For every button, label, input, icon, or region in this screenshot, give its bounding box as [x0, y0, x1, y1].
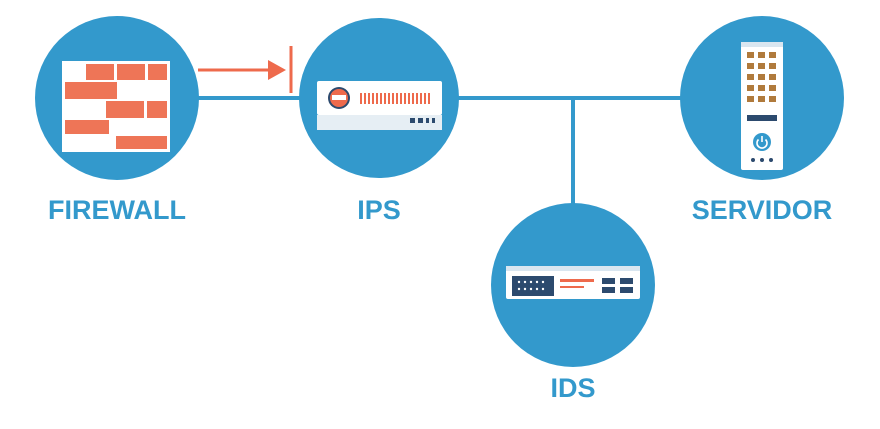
blocked-arrow — [198, 46, 293, 93]
server-tower-icon — [741, 42, 783, 170]
connection-lines — [180, 96, 700, 205]
ips-ports — [410, 118, 435, 123]
brick-wall-icon — [62, 61, 170, 152]
ips-vent-slots — [360, 93, 430, 104]
firewall-label: FIREWALL — [48, 195, 186, 225]
firewall-node: FIREWALL — [35, 16, 199, 225]
ids-status-bar — [560, 279, 594, 282]
server-slot — [747, 115, 777, 121]
servidor-node: SERVIDOR — [680, 16, 844, 225]
ids-label: IDS — [550, 373, 595, 403]
ids-node: IDS — [491, 203, 655, 403]
ips-node: IPS — [299, 18, 459, 225]
servidor-label: SERVIDOR — [692, 195, 833, 225]
ids-usb-ports — [602, 278, 633, 293]
ids-panel — [512, 276, 554, 296]
ips-label: IPS — [357, 195, 401, 225]
ips-appliance-icon — [317, 81, 442, 130]
ids-appliance-icon — [506, 266, 640, 299]
server-drive-bays — [747, 52, 776, 102]
arrow-head — [268, 60, 286, 80]
